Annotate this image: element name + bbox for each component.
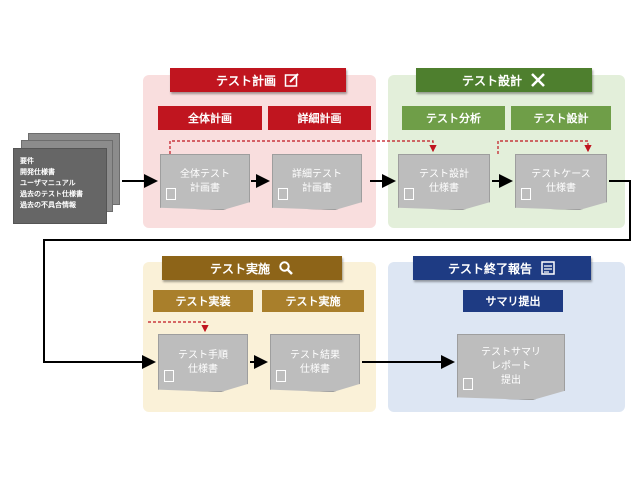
execution-title-text: テスト実施 xyxy=(209,261,270,276)
doc-detailed-test-plan: 詳細テスト 計画書 xyxy=(272,154,362,210)
doc-line: テスト設計 xyxy=(419,169,469,180)
input-doc-line: ユーザマニュアル xyxy=(20,179,76,187)
completion-phase-title: テスト終了報告 xyxy=(413,256,591,280)
doc-line: 計画書 xyxy=(190,183,220,194)
completion-title-text: テスト終了報告 xyxy=(447,261,532,276)
task-label: テスト実施 xyxy=(285,295,341,308)
doc-line: 仕様書 xyxy=(546,183,576,194)
task-label: サマリ提出 xyxy=(485,295,541,308)
document-icon xyxy=(276,370,286,382)
doc-line: テストケース xyxy=(531,169,591,180)
doc-test-design-spec: テスト設計 仕様書 xyxy=(398,154,490,210)
doc-line: 仕様書 xyxy=(300,364,330,375)
tools-icon xyxy=(531,73,545,87)
design-phase-title: テスト設計 xyxy=(416,68,592,92)
document-icon xyxy=(521,188,531,200)
dashed-link-design-to-case xyxy=(497,140,592,154)
task-test-execution: テスト実施 xyxy=(262,290,364,312)
task-test-implementation: テスト実装 xyxy=(153,290,253,312)
task-label: テスト設計 xyxy=(533,112,589,125)
planning-phase-title: テスト計画 xyxy=(170,68,346,92)
document-icon xyxy=(404,188,414,200)
document-icon xyxy=(463,378,473,390)
doc-line: 仕様書 xyxy=(429,183,459,194)
magnifier-icon xyxy=(279,261,293,275)
doc-test-summary-report: テストサマリ レポート 提出 xyxy=(457,334,565,400)
report-icon xyxy=(541,261,555,275)
doc-test-procedure-spec: テスト手順 仕様書 xyxy=(158,334,248,392)
document-icon xyxy=(166,188,176,200)
dashed-link-plan-to-design xyxy=(169,140,437,154)
input-doc-line: 開発仕様書 xyxy=(20,168,55,176)
dashed-link-impl-to-procedure xyxy=(148,321,209,333)
task-label: テスト実装 xyxy=(175,295,231,308)
doc-line: テスト手順 xyxy=(178,350,228,361)
task-test-analysis: テスト分析 xyxy=(402,106,505,130)
doc-line: 提出 xyxy=(501,375,521,386)
doc-line: テストサマリ xyxy=(481,347,541,358)
task-label: 詳細計画 xyxy=(297,112,342,125)
input-documents: 要件 開発仕様書 ユーザマニュアル 過去のテスト仕様書 過去の不具合情報 xyxy=(13,148,107,224)
pencil-edit-icon xyxy=(284,73,299,87)
task-summary-submission: サマリ提出 xyxy=(463,290,563,312)
design-title-text: テスト設計 xyxy=(461,73,522,88)
task-test-design: テスト設計 xyxy=(511,106,611,130)
doc-line: 全体テスト xyxy=(180,169,230,180)
task-label: テスト分析 xyxy=(426,112,481,125)
document-icon xyxy=(164,370,174,382)
task-detailed-planning: 詳細計画 xyxy=(268,106,371,130)
doc-line: 詳細テスト xyxy=(292,169,342,180)
task-overall-planning: 全体計画 xyxy=(158,106,262,130)
doc-test-result-spec: テスト結果 仕様書 xyxy=(270,334,360,392)
doc-line: レポート xyxy=(491,361,531,372)
input-doc-line: 要件 xyxy=(20,157,34,165)
doc-line: 計画書 xyxy=(302,183,332,194)
doc-overall-test-plan: 全体テスト 計画書 xyxy=(160,154,250,210)
doc-line: テスト結果 xyxy=(290,350,340,361)
doc-line: 仕様書 xyxy=(188,364,218,375)
planning-title-text: テスト計画 xyxy=(215,73,276,88)
document-icon xyxy=(278,188,288,200)
arrow-design-to-execution xyxy=(43,180,631,369)
input-doc-line: 過去のテスト仕様書 xyxy=(20,190,83,198)
execution-phase-title: テスト実施 xyxy=(162,256,342,280)
input-doc-line: 過去の不具合情報 xyxy=(20,201,76,209)
task-label: 全体計画 xyxy=(188,112,232,125)
